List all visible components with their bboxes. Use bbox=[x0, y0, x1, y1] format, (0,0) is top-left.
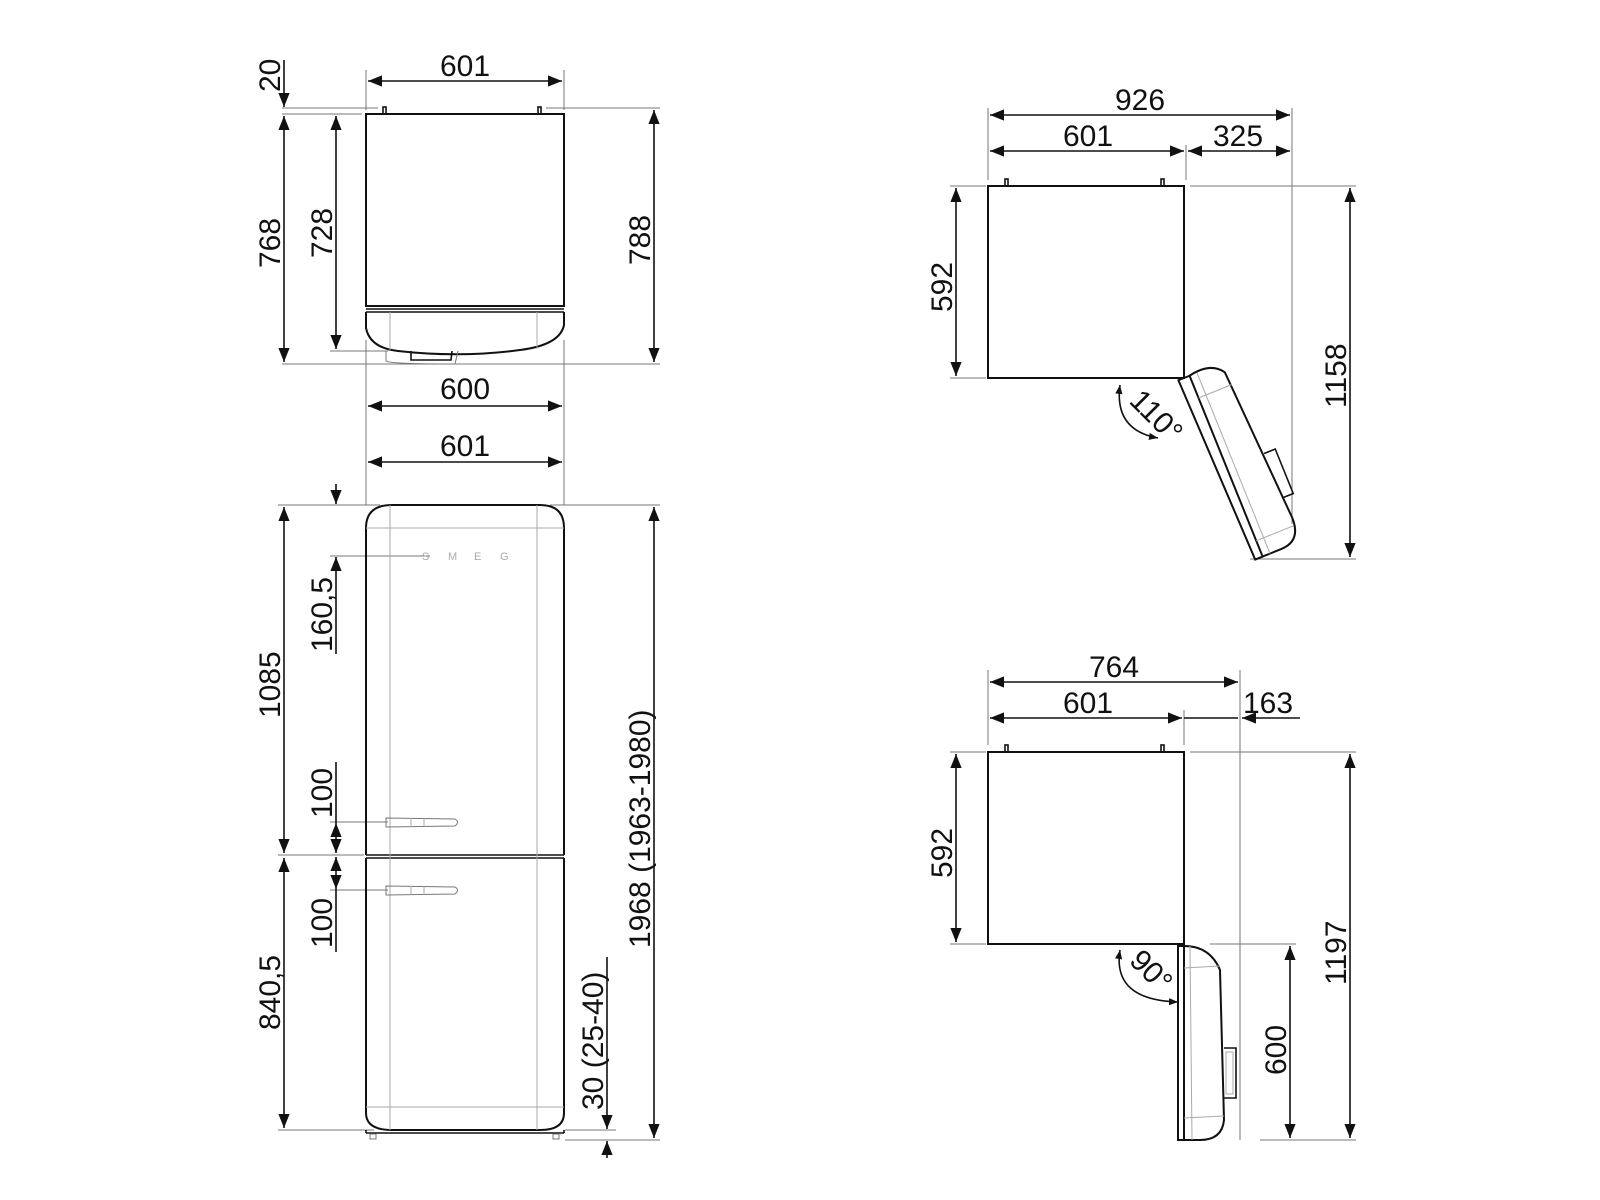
dim-angle-110: 110° bbox=[1123, 384, 1189, 450]
angle-arc-90 bbox=[1115, 949, 1179, 1006]
dim-total-depth-1197: 1197 bbox=[1320, 920, 1353, 985]
dim-bottom-width: 600 bbox=[440, 373, 490, 406]
dim-handle-upper: 100 bbox=[306, 768, 339, 818]
dim-total-width-764: 764 bbox=[1089, 651, 1139, 684]
top-view: 601 600 20 768 728 788 bbox=[254, 50, 660, 425]
handle-top-view bbox=[385, 350, 459, 365]
dim-angle-90: 90° bbox=[1123, 944, 1178, 999]
handle-upper bbox=[385, 817, 458, 828]
dim-depth-728: 728 bbox=[306, 208, 339, 258]
logo-letter-e: E bbox=[474, 551, 481, 563]
dim-body-width-90: 601 bbox=[1063, 687, 1113, 720]
dim-body-width-110: 601 bbox=[1063, 120, 1113, 153]
foot-right bbox=[552, 1133, 560, 1140]
dim-door-projection-325: 325 bbox=[1213, 120, 1263, 153]
dim-lower-height: 840,5 bbox=[254, 955, 287, 1030]
dim-total-width-926: 926 bbox=[1115, 84, 1165, 117]
plan-view-90: 90° 764 601 163 592 1197 600 bbox=[926, 651, 1356, 1141]
dim-upper-height: 1085 bbox=[254, 651, 287, 718]
dim-depth-768: 768 bbox=[254, 218, 287, 268]
dim-depth-592-a: 592 bbox=[926, 262, 959, 312]
dim-feet-height: 30 (25-40) bbox=[577, 972, 610, 1110]
foot-left bbox=[369, 1133, 377, 1140]
fridge-body-plan-110 bbox=[987, 185, 1185, 379]
door-open-90 bbox=[1177, 945, 1237, 1141]
dim-top-width: 601 bbox=[440, 50, 490, 83]
angle-arc-110 bbox=[1115, 384, 1159, 440]
dim-total-depth-1158: 1158 bbox=[1320, 343, 1353, 408]
fridge-upper-door bbox=[365, 504, 565, 855]
dim-offset-20: 20 bbox=[254, 59, 287, 92]
dim-total-height: 1968 (1963-1980) bbox=[624, 709, 657, 948]
dim-door-depth-600: 600 bbox=[1260, 1025, 1293, 1075]
door-top-view bbox=[365, 312, 565, 356]
dim-handle-lower: 100 bbox=[306, 898, 339, 948]
fridge-body-plan-90 bbox=[987, 751, 1185, 945]
logo-letter-s: S bbox=[422, 551, 429, 563]
front-view: S M E G 601 1085 160,5 100 100 840,5 196… bbox=[254, 425, 660, 1158]
handle-lower bbox=[385, 885, 458, 896]
logo-letter-m: M bbox=[448, 551, 457, 563]
logo-letter-g: G bbox=[500, 551, 509, 563]
dim-logo-offset: 160,5 bbox=[306, 577, 339, 652]
dim-depth-592-b: 592 bbox=[926, 828, 959, 878]
fridge-body-top bbox=[365, 113, 565, 307]
dim-front-width: 601 bbox=[440, 430, 490, 463]
dim-depth-788: 788 bbox=[624, 215, 657, 265]
plan-view-110: 110° 926 601 325 592 1158 bbox=[926, 84, 1356, 561]
fridge-lower-door bbox=[365, 858, 565, 1131]
dim-door-projection-163: 163 bbox=[1243, 687, 1293, 720]
door-open-110 bbox=[1177, 367, 1297, 561]
